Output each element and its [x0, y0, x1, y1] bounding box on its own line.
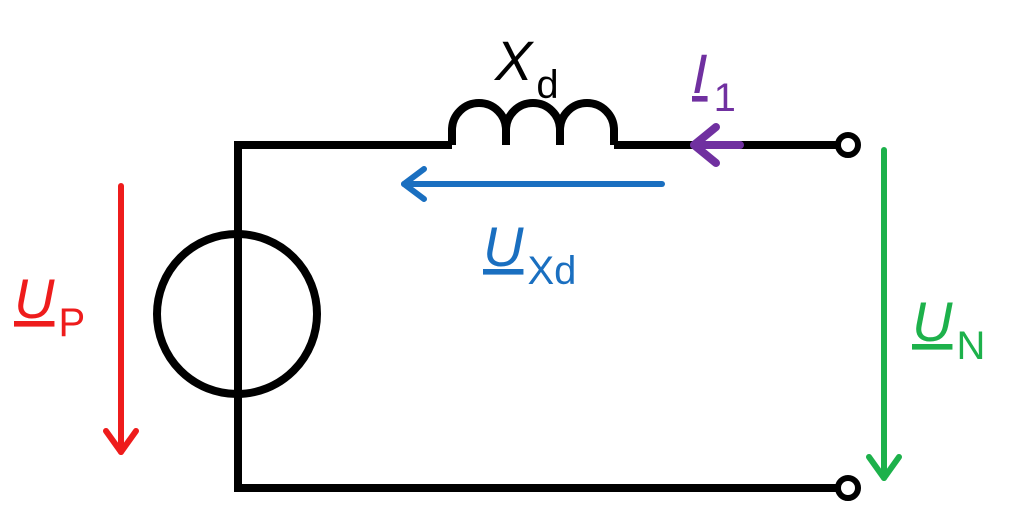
voltage-source: [153, 230, 321, 398]
label-i1-sub: 1: [714, 76, 736, 120]
label-i1-main: I: [692, 42, 708, 105]
terminal-bottom: [835, 475, 861, 501]
label-up-sub: P: [58, 301, 85, 345]
voltage-up-arrow: [103, 183, 139, 455]
label-uxd-sub: Xd: [527, 249, 576, 293]
voltage-un-arrow: [866, 147, 902, 481]
voltage-uxd-arrow: [401, 166, 665, 202]
label-xd-main: X: [493, 29, 535, 92]
label-un-main: U: [912, 290, 953, 353]
current-i1-arrow: [690, 123, 744, 167]
terminal-top: [835, 132, 861, 158]
label-xd-sub: d: [536, 63, 558, 107]
label-uxd-main: U: [483, 215, 524, 278]
label-up-main: U: [14, 267, 55, 330]
label-un-sub: N: [956, 324, 985, 368]
inductor-xd: [448, 99, 618, 145]
